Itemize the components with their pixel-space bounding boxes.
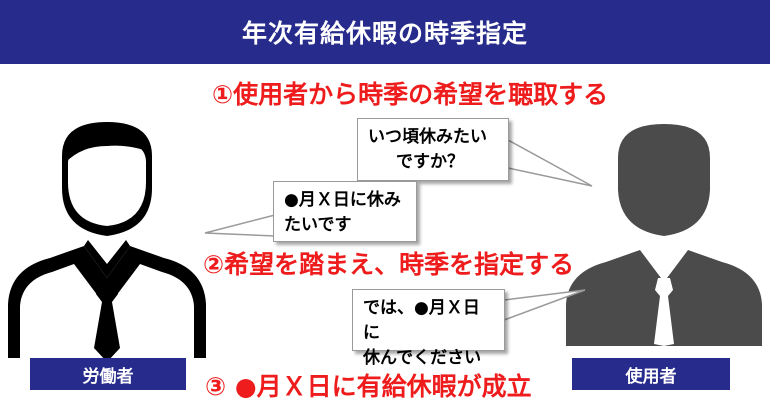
bubble-take-line1: では、●月Ｘ日に xyxy=(363,298,480,343)
bubble-take-line2: 休んでください xyxy=(363,348,482,368)
bubble-when-line1: いつ頃休みたい xyxy=(368,127,487,147)
step-2-text: ②希望を踏まえ、時季を指定する xyxy=(203,250,575,279)
bubble-when-line2: ですか？ xyxy=(396,152,464,172)
bubble-take-tail xyxy=(503,289,586,322)
speech-bubble-want: ●月Ｘ日に休み たいです xyxy=(273,181,417,242)
person-with-tie-icon xyxy=(8,122,206,362)
page-header: 年次有給休暇の時季指定 xyxy=(0,0,770,64)
employer-label-text: 使用者 xyxy=(625,366,677,387)
bubble-want-line1: ●月Ｘ日に休み xyxy=(284,190,401,210)
person-silhouette-icon xyxy=(566,124,762,346)
step-3-text: ③ ●月Ｘ日に有給休暇が成立 xyxy=(205,372,532,401)
worker-label-text: 労働者 xyxy=(82,366,134,387)
step-1-text: ①使用者から時季の希望を聴取する xyxy=(212,80,609,109)
bubble-want-line2: たいです xyxy=(284,215,352,235)
employer-label: 使用者 xyxy=(572,358,730,390)
bubble-when-tail xyxy=(507,138,593,187)
bubble-want-tail xyxy=(204,214,276,237)
page-title: 年次有給休暇の時季指定 xyxy=(241,19,528,48)
worker-label: 労働者 xyxy=(30,358,186,390)
speech-bubble-take: では、●月Ｘ日に 休んでください xyxy=(352,289,505,368)
speech-bubble-when: いつ頃休みたい ですか？ xyxy=(357,118,509,181)
